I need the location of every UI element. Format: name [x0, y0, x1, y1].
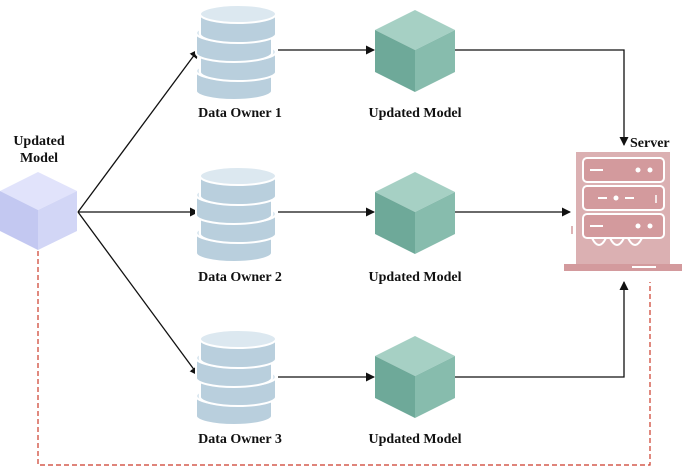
- global-model-cube-icon: [0, 172, 77, 250]
- local-model-cube-icon: [375, 172, 455, 254]
- data-owner-2-label: Data Owner 2: [198, 270, 282, 285]
- arrow-to-owner-1: [77, 49, 199, 213]
- database-icon: [195, 329, 277, 426]
- server-icon: [564, 152, 682, 271]
- global-model-label: Updated Model: [13, 134, 65, 166]
- feedback-dashed-line: [37, 251, 651, 466]
- arrow-to-owner-3: [77, 211, 199, 376]
- local-model-cube-icon: [375, 336, 455, 418]
- arrow-model3-to-server: [455, 281, 629, 378]
- distribution-arrows: [77, 49, 199, 376]
- updated-model-3-label: Updated Model: [368, 432, 462, 447]
- training-arrows: [278, 45, 375, 382]
- arrow-model1-to-server: [455, 49, 629, 146]
- upload-arrows: [455, 49, 629, 378]
- local-model-cube-icon: [375, 10, 455, 92]
- data-owner-1-label: Data Owner 1: [198, 106, 282, 121]
- server-label: Server: [630, 136, 670, 151]
- updated-model-2-label: Updated Model: [368, 270, 462, 285]
- database-icon: [195, 166, 277, 263]
- data-owner-3-label: Data Owner 3: [198, 432, 282, 447]
- database-icon: [195, 4, 277, 101]
- updated-model-1-label: Updated Model: [368, 106, 462, 121]
